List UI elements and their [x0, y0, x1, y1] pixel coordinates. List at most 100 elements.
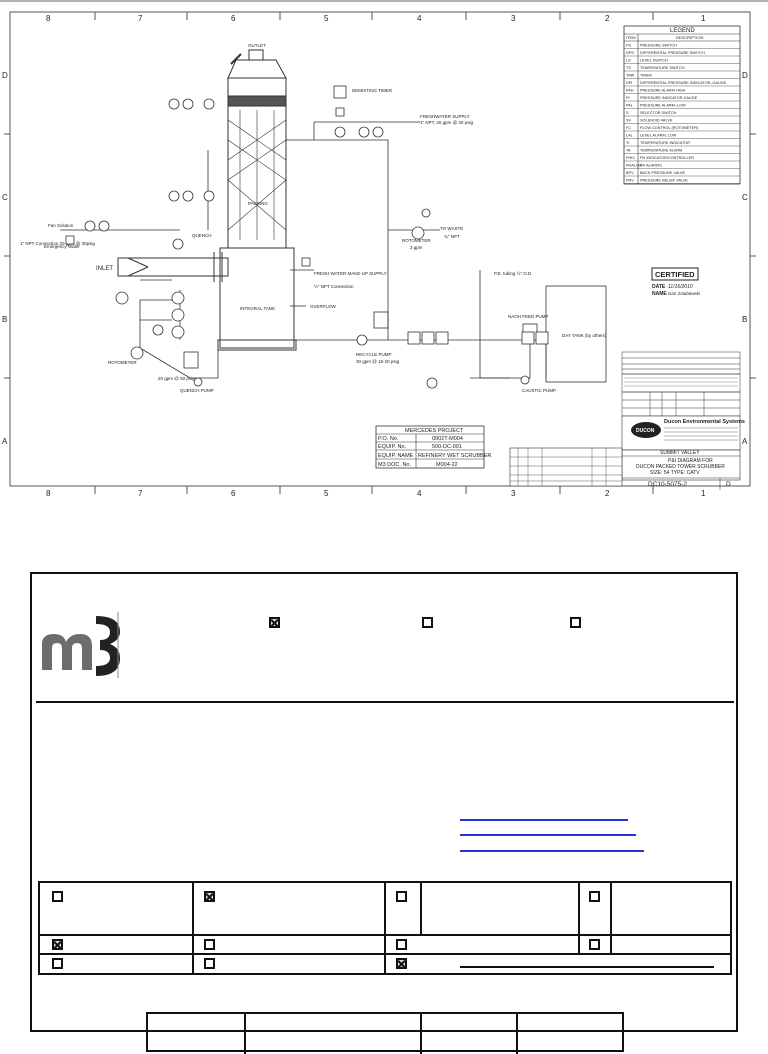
grid-checkbox-r1c2[interactable] [204, 891, 215, 902]
ducon-logo: DUCON [636, 428, 655, 434]
label-rotometer-right: ROTOMETER [402, 238, 431, 243]
legend-item-description: DIFFERENTIAL PRESSURE INDICATOR–GAUGE [640, 81, 727, 85]
legend-item-code: S [626, 111, 629, 115]
legend-item-description: SOLENOID VALVE [640, 119, 673, 123]
legend-item-description: LEVEL SWITCH [640, 59, 668, 63]
title-block: DUCON Ducon Environmental Systems SUMMIT… [509, 415, 745, 490]
pid-drawing: 8 7 6 5 4 3 2 1 8 7 6 5 4 3 2 1 D C B A … [0, 0, 768, 500]
certified-name-label: NAME [652, 291, 667, 297]
zone-side-b-right: B [742, 315, 747, 324]
piping [60, 121, 607, 383]
label-to-waste-sub: ¾" NPT [444, 234, 460, 239]
zone-side-a: A [2, 437, 8, 446]
label-packing: PACKING [248, 201, 268, 206]
pid-drawing-svg: 8 7 6 5 4 3 2 1 8 7 6 5 4 3 2 1 D C B A … [0, 0, 768, 500]
zone-bottom-7: 2 [605, 489, 610, 498]
zone-side-c: C [2, 193, 8, 202]
legend-item-code: TS [626, 66, 631, 70]
grid-checkbox-r3c2[interactable] [204, 958, 215, 969]
grid-col-line-1 [192, 883, 194, 973]
certified-stamp: CERTIFIED DATE 11/16/2010 NAME Dan Zalub… [651, 267, 701, 297]
grid-col-line-4 [578, 883, 580, 953]
grid-checkbox-r3c3[interactable] [396, 958, 407, 969]
legend-item-description: FLOW CONTROL (ROTOMETER) [640, 126, 699, 130]
legend-item-description: DIFFERENTIAL PRESSURE SWITCH [640, 51, 705, 55]
grid-checkbox-r2c4[interactable] [589, 939, 600, 950]
legend-item-code: PRV [626, 179, 634, 183]
legend-item-description: PRESSURE INDICATOR GAUGE [640, 96, 698, 100]
label-freshwater-sub: 1" NPT, 20 gpm @ 30 psig [420, 120, 473, 125]
zone-side-c-right: C [742, 193, 748, 202]
legend-item-code: TI [626, 141, 629, 145]
label-freshwater: FRESHWATER SUPPLY [420, 114, 470, 119]
legend-item-code: PS [626, 44, 632, 48]
certified-date-label: DATE [652, 284, 666, 290]
legend-item-code: LAL [626, 134, 633, 138]
zone-side-d-right: D [742, 71, 748, 80]
title-line-2: DUCON PACKED TOWER SCRUBBER [636, 464, 725, 470]
grid-checkbox-r2c2[interactable] [204, 939, 215, 950]
legend-item-code: BPV [626, 171, 634, 175]
zone-bottom-4: 5 [324, 489, 329, 498]
label-rotometer-left: ROTOMETER [108, 360, 137, 365]
instrument-bubbles [84, 98, 530, 389]
zone-side-d: D [2, 71, 8, 80]
zone-top-3: 6 [231, 14, 236, 23]
label-makeup-sub: ½" NPT Connection [314, 283, 354, 289]
top-checkbox-2[interactable] [422, 617, 433, 628]
label-naoh-pump: NAOH FEED PUMP [508, 314, 549, 319]
zone-top-4: 5 [324, 14, 329, 23]
zone-bottom-6: 3 [511, 489, 516, 498]
project-doc-label: M3 DOC. No. [378, 462, 411, 468]
legend-item-code: DPS [626, 51, 634, 55]
legend-item-code: DPI [626, 81, 632, 85]
grid-signature-line [460, 966, 714, 968]
grid-checkbox-r3c1[interactable] [52, 958, 63, 969]
legend-item-code: SV [626, 119, 632, 123]
legend-item-description: TEMPERATURE ALARM [640, 149, 682, 153]
review-stamp-form: m3 [30, 572, 738, 1054]
legend-col-item: ITEM [626, 35, 636, 40]
legend-item-description: TEMPERATURE SWITCH [640, 66, 685, 70]
legend-item-description: SELECTOR SWITCH [640, 111, 677, 115]
status-grid [38, 881, 732, 975]
label-quench-pump-sub: 20 gpm @ 50 psig [158, 376, 195, 381]
grid-checkbox-r1c1[interactable] [52, 891, 63, 902]
grid-checkbox-r2c1[interactable] [52, 939, 63, 950]
legend-col-desc: DESCRIPTION [676, 35, 703, 40]
legend-item-description: PH INDICATOR/CONTROLLER [640, 156, 694, 160]
grid-checkbox-r1c4[interactable] [589, 891, 600, 902]
certified-title: CERTIFIED [655, 270, 695, 279]
bottom-col-line-2 [420, 1014, 422, 1054]
panel-boxes [65, 85, 549, 345]
zone-top-1: 8 [46, 14, 51, 23]
label-caustic-pump: CAUSTIC PUMP [522, 388, 556, 393]
label-to-waste: TO WASTE [440, 226, 463, 231]
zone-top-5: 4 [417, 14, 422, 23]
zone-bottom-8: 1 [701, 489, 706, 498]
legend-item-description: TEMPERATURE INDICATOR [640, 141, 690, 145]
legend-item-code: PHAL/AH [626, 164, 643, 168]
legend-item-code: PI [626, 96, 630, 100]
grid-checkbox-r2c3[interactable] [396, 939, 407, 950]
project-doc-value: M004-22 [436, 462, 458, 468]
legend-item-code: PAH [626, 89, 634, 93]
top-checkbox-1[interactable] [269, 617, 280, 628]
zone-bottom-1: 8 [46, 489, 51, 498]
certified-date: 11/16/2010 [668, 284, 693, 290]
label-emergency: Emergency Water [44, 244, 80, 249]
legend-item-description: LEVEL ALARM, LOW [640, 134, 677, 138]
legend-title: LEGEND [670, 28, 695, 34]
grid-col-line-3 [420, 883, 422, 934]
legend-item-code: PHIC [626, 156, 635, 160]
label-outlet: OUTLET [248, 43, 266, 48]
zone-side-a-right: A [742, 437, 748, 446]
zone-top-7: 2 [605, 14, 610, 23]
title-line-3: SIZE: 54 TYPE: CATV [650, 470, 700, 476]
top-checkbox-3[interactable] [570, 617, 581, 628]
zone-top-2: 7 [138, 14, 143, 23]
grid-checkbox-r1c3[interactable] [396, 891, 407, 902]
project-po-value: 0902T-M004 [432, 436, 463, 442]
bottom-col-line-3 [516, 1014, 518, 1054]
